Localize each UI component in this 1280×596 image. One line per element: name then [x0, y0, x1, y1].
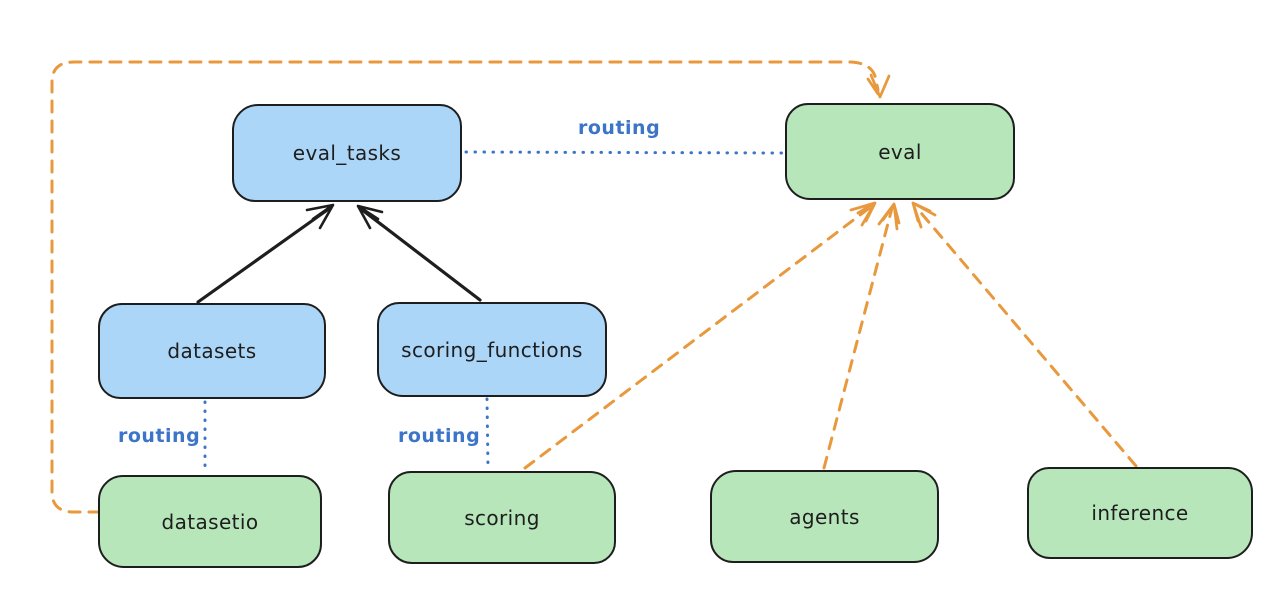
node-datasets-label: datasets — [167, 339, 257, 363]
edge-inference-to-eval — [911, 201, 1138, 468]
routing-label-scoring-functions-scoring: routing — [398, 425, 481, 447]
edge-agents-to-eval — [822, 202, 901, 470]
node-eval-tasks: eval_tasks — [232, 104, 462, 202]
edge-scoring-functions-to-eval-tasks — [356, 204, 482, 302]
edge-datasetio-to-eval-loop — [50, 60, 891, 514]
edge-scoring-to-eval — [523, 201, 877, 470]
node-agents-label: agents — [789, 504, 860, 529]
node-eval-label: eval — [878, 139, 922, 164]
routing-label-datasets-datasetio: routing — [118, 425, 201, 447]
edge-eval-tasks-to-eval — [464, 150, 784, 155]
edge-datasets-to-eval-tasks — [196, 203, 335, 304]
node-eval-tasks-label: eval_tasks — [292, 141, 402, 165]
node-agents: agents — [710, 470, 939, 563]
node-scoring-label: scoring — [464, 505, 540, 530]
node-scoring: scoring — [388, 471, 616, 564]
node-datasets: datasets — [98, 303, 326, 399]
edge-scoring-functions-to-scoring — [485, 397, 490, 469]
routing-label-eval-tasks-eval: routing — [578, 117, 661, 139]
node-datasetio: datasetio — [98, 475, 322, 568]
node-inference: inference — [1027, 467, 1253, 559]
node-inference-label: inference — [1091, 501, 1189, 525]
node-scoring-functions: scoring_functions — [377, 302, 607, 397]
node-datasetio-label: datasetio — [161, 509, 259, 534]
node-scoring-functions-label: scoring_functions — [401, 337, 583, 362]
node-eval: eval — [785, 103, 1015, 200]
